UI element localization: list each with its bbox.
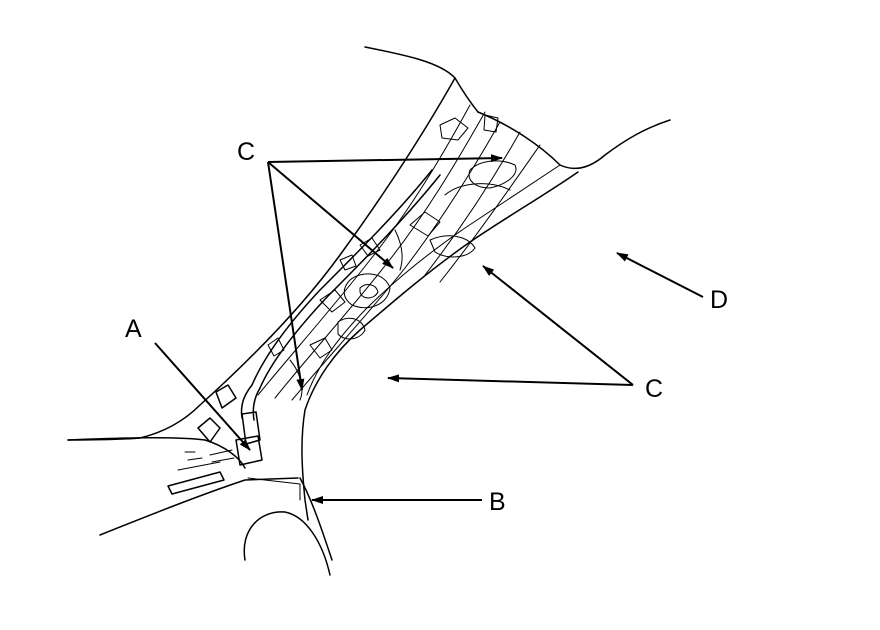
leader-c-top-3 — [267, 161, 305, 391]
label-c-right: C — [645, 375, 663, 403]
label-c-top: C — [237, 138, 255, 166]
callout-labels: C A D C B — [125, 138, 728, 516]
leader-c-right-2 — [387, 374, 634, 386]
leader-c-top-2 — [267, 161, 394, 269]
connectors — [167, 384, 263, 495]
label-a: A — [125, 315, 142, 343]
label-d: D — [710, 286, 728, 314]
leader-c-top-1 — [267, 154, 503, 163]
leader-c-right-1 — [482, 265, 634, 386]
leader-d — [616, 252, 704, 298]
pillar-trim-detail — [257, 104, 541, 401]
leader-lines — [154, 154, 704, 504]
label-b: B — [489, 488, 506, 516]
leader-a — [154, 342, 251, 451]
wire-harness — [240, 169, 441, 421]
